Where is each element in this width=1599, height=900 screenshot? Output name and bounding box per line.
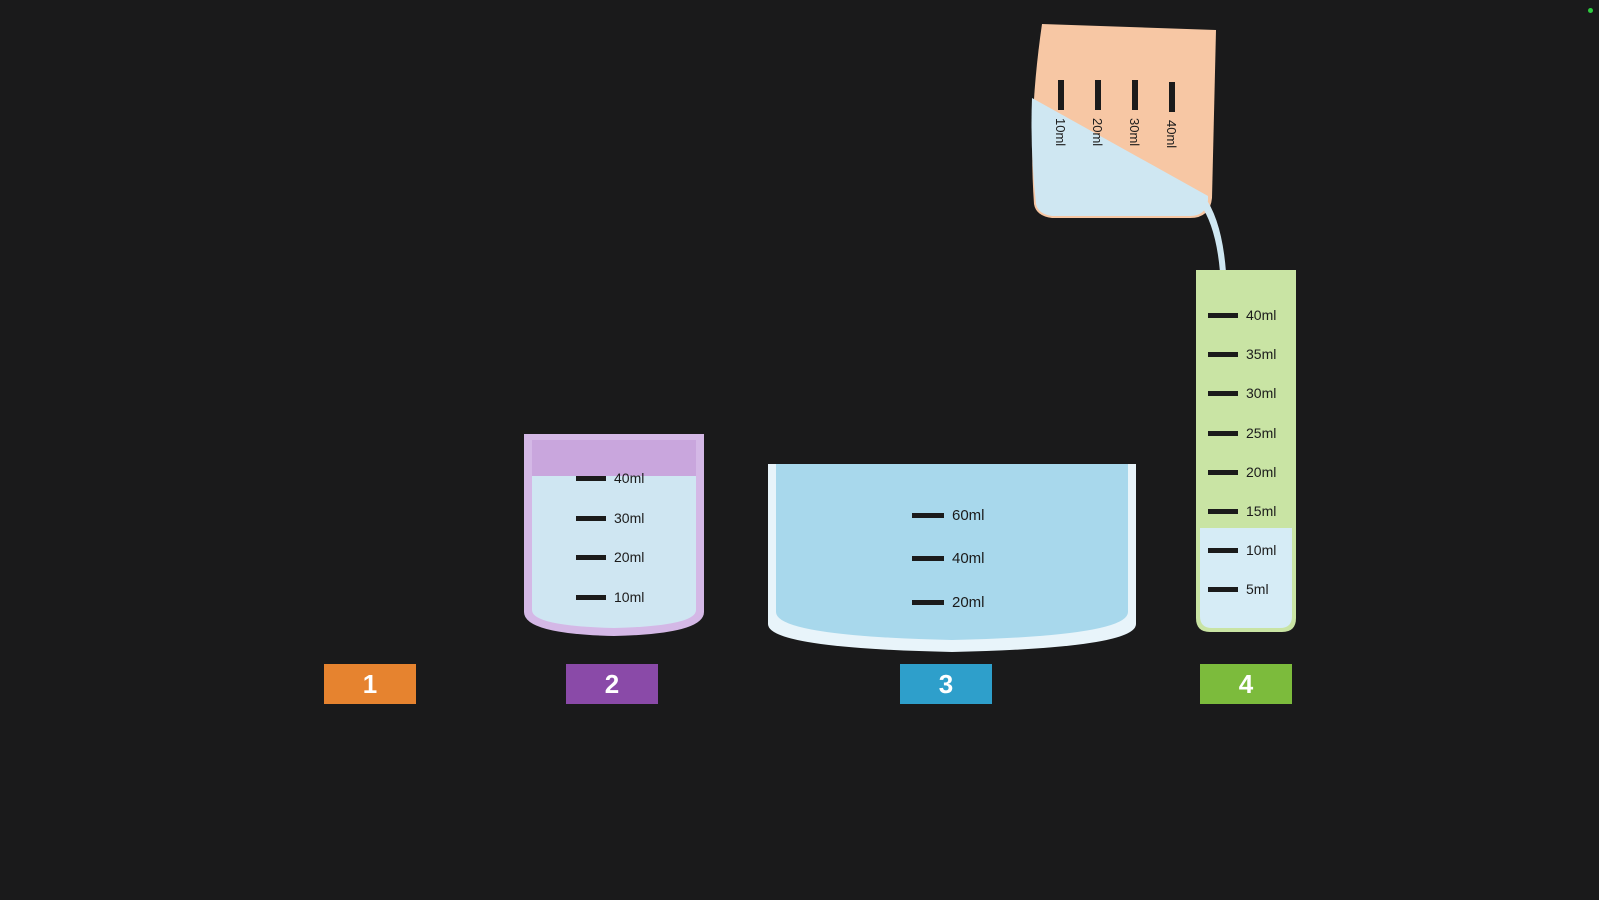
cylinder-mark: 15ml: [1246, 503, 1276, 519]
pouring-cup-water: [1031, 98, 1208, 216]
beaker-mark: 30ml: [614, 510, 644, 526]
cylinder-mark: 40ml: [1246, 307, 1276, 323]
water-stream: [1200, 196, 1230, 460]
cylinder-mark: 10ml: [1246, 542, 1276, 558]
label-2: 2: [566, 664, 658, 704]
basin-water: [776, 464, 1128, 640]
beaker-water: [532, 476, 696, 628]
basin-mark: 20ml: [952, 594, 985, 611]
cylinder-mark: 5ml: [1246, 581, 1269, 597]
pouring-cup-mark: 30ml: [1127, 118, 1142, 146]
status-dot: [1588, 8, 1593, 13]
beaker-top-band: [532, 440, 696, 476]
beaker: 40ml 30ml 20ml 10ml: [524, 434, 704, 636]
beaker-mark: 20ml: [614, 549, 644, 565]
beaker-mark: 40ml: [614, 470, 644, 486]
basin: 60ml 40ml 20ml: [768, 464, 1136, 652]
beaker-mark: 10ml: [614, 589, 644, 605]
cylinder-mark: 25ml: [1246, 425, 1276, 441]
label-4: 4: [1200, 664, 1292, 704]
graduated-cylinder: 40ml 35ml 30ml 25ml 20ml 15ml 10ml 5ml: [1196, 270, 1296, 632]
basin-ticks: [912, 513, 944, 605]
cylinder-mark: 20ml: [1246, 464, 1276, 480]
pouring-cup-mark: 10ml: [1053, 118, 1068, 146]
beaker-ticks: [576, 476, 606, 600]
cylinder-mark: 35ml: [1246, 346, 1276, 362]
pouring-cup-mark: 20ml: [1090, 118, 1105, 146]
pouring-cup-ticks: [1058, 80, 1175, 112]
cylinder-ticks: [1208, 313, 1238, 592]
pouring-cup: 10ml 20ml 30ml 40ml: [1031, 24, 1216, 218]
label-1: 1: [324, 664, 416, 704]
cylinder-mark: 30ml: [1246, 385, 1276, 401]
basin-mark: 40ml: [952, 550, 985, 567]
label-3: 3: [900, 664, 992, 704]
pouring-cup-mark: 40ml: [1164, 120, 1179, 148]
basin-mark: 60ml: [952, 507, 985, 524]
